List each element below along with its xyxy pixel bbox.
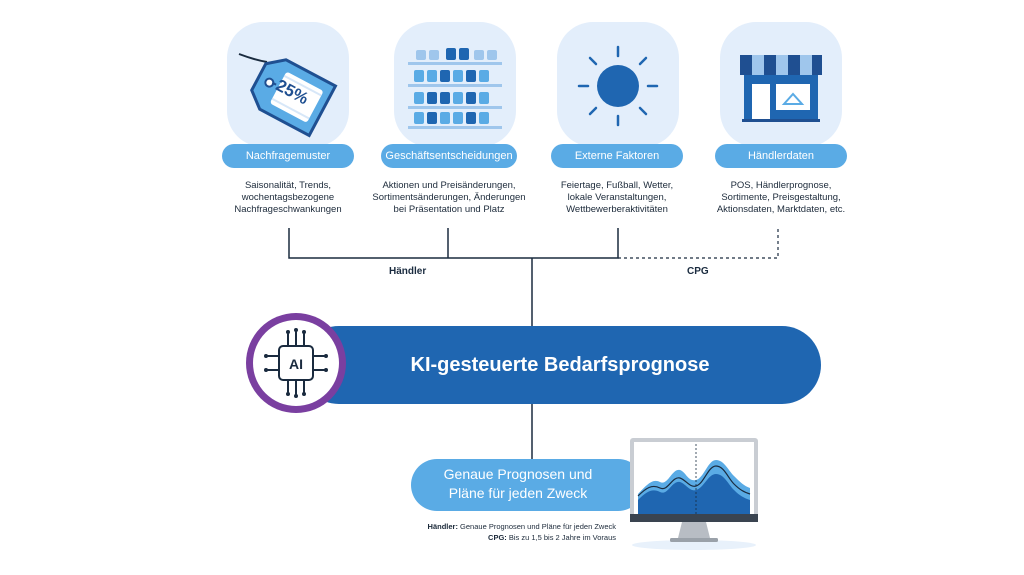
pill-geschaeftsentscheidungen: Geschäftsentscheidungen (381, 144, 517, 168)
result-pill (411, 459, 644, 511)
footnote-haendler: Händler: Genaue Prognosen und Pläne für … (427, 522, 616, 531)
sun-icon (577, 45, 659, 127)
store-icon (740, 55, 822, 122)
pill-externe-faktoren: Externe Faktoren (551, 144, 683, 168)
desc-geschaeftsentscheidungen: Aktionen und Preisänderungen,Sortimentsä… (372, 180, 526, 215)
shelves-icon (408, 48, 502, 129)
desc-externe-faktoren: Feiertage, Fußball, Wetter,lokale Verans… (560, 180, 674, 215)
ai-badge-text: AI (289, 356, 303, 372)
forecast-banner (300, 326, 821, 404)
pill-nachfragemuster: Nachfragemuster (222, 144, 354, 168)
pill-haendlerdaten: Händlerdaten (715, 144, 847, 168)
price-tag-icon: -25% (238, 53, 338, 138)
haendler-bracket (288, 228, 532, 259)
monitor-chart-icon (630, 438, 758, 550)
result-text: Genaue Prognosen und Pläne für jeden Zwe… (443, 466, 593, 501)
group-label-cpg: CPG (687, 266, 709, 277)
footnote-cpg: CPG: Bis zu 1,5 bis 2 Jahre im Voraus (488, 533, 616, 542)
banner-title: KI-gesteuerte Bedarfsprognose (410, 353, 710, 376)
group-label-haendler: Händler (389, 266, 427, 277)
cpg-dashed-bracket (618, 228, 779, 259)
desc-haendlerdaten: POS, Händlerprognose,Sortimente, Preisge… (716, 180, 846, 215)
ai-chip-icon: AI (264, 328, 328, 398)
connector-extern (532, 228, 619, 259)
